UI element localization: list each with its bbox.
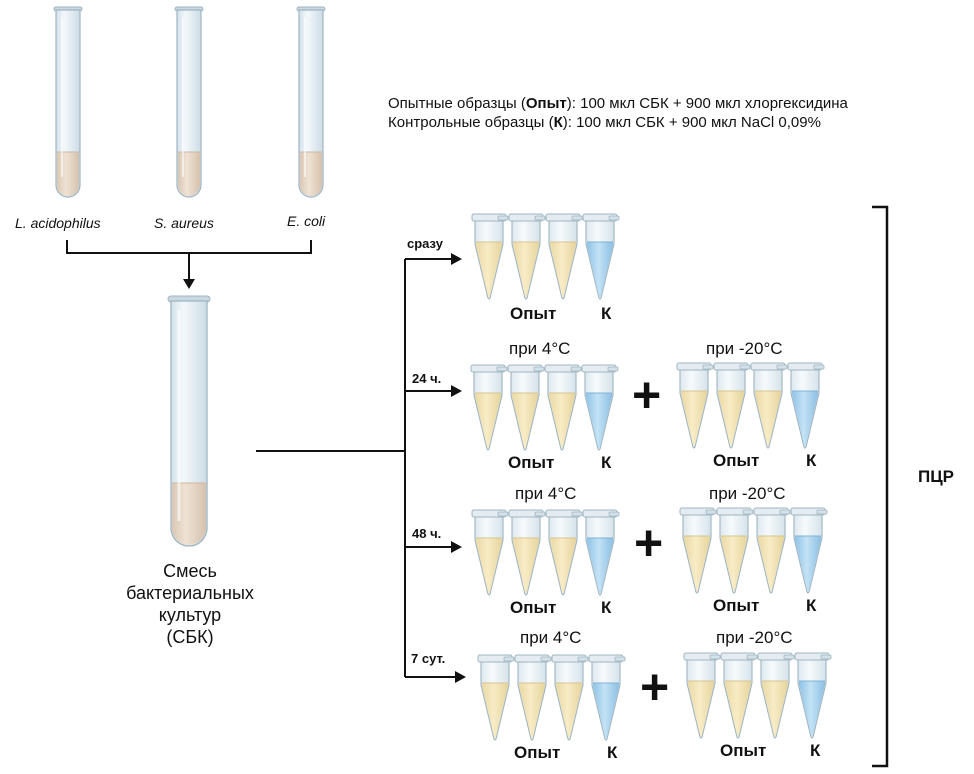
legend-line-control: Контрольные образцы (К): 100 мкл СБК + 9… bbox=[388, 114, 821, 131]
time-label-48h: 48 ч. bbox=[412, 526, 442, 541]
time-label-immediate: сразу bbox=[407, 236, 443, 251]
label-ctrl: К bbox=[810, 741, 821, 760]
label-exp: Опыт bbox=[713, 451, 760, 470]
species-label-l-acidophilus: L. acidophilus bbox=[15, 215, 101, 231]
microtubes-48h-minus20c bbox=[680, 508, 827, 593]
mixture-label-line: Смесь bbox=[163, 561, 217, 581]
label-ctrl: К bbox=[601, 304, 612, 323]
mixture-label-line: бактериальных bbox=[126, 583, 254, 603]
condition-label-minus20c: при -20°C bbox=[709, 484, 786, 503]
label-exp: Опыт bbox=[713, 596, 760, 615]
label-ctrl: К bbox=[806, 451, 817, 470]
plus-sign: + bbox=[640, 659, 670, 715]
condition-label-minus20c: при -20°C bbox=[716, 628, 793, 647]
species-label-e-coli: E. coli bbox=[287, 213, 326, 229]
plus-sign: + bbox=[634, 515, 664, 571]
microtubes-7d-4c bbox=[478, 655, 625, 740]
microtubes-7d-minus20c bbox=[684, 653, 831, 738]
pcr-label: ПЦР bbox=[918, 467, 954, 486]
mixture-label: Смесь бактериальных культур (СБК) bbox=[110, 560, 270, 648]
label-ctrl: К bbox=[601, 598, 612, 617]
label-exp: Опыт bbox=[720, 741, 767, 760]
branch-connectors bbox=[256, 258, 456, 678]
label-exp: Опыт bbox=[508, 453, 555, 472]
microtubes-24h-4c bbox=[471, 365, 618, 450]
tube-s-aureus bbox=[174, 6, 204, 198]
merge-arrow-head bbox=[183, 279, 195, 289]
pcr-bracket bbox=[872, 205, 889, 768]
condition-label-4c: при 4°C bbox=[515, 484, 577, 503]
species-label-s-aureus: S. aureus bbox=[154, 215, 214, 231]
mixture-tube bbox=[166, 294, 212, 548]
microtubes-24h-minus20c bbox=[677, 363, 824, 448]
label-ctrl: К bbox=[607, 743, 618, 762]
label-ctrl: К bbox=[601, 453, 612, 472]
condition-label-4c: при 4°C bbox=[520, 628, 582, 647]
label-exp: Опыт bbox=[514, 743, 561, 762]
mixture-label-line: (СБК) bbox=[166, 627, 214, 647]
label-exp: Опыт bbox=[510, 304, 557, 323]
condition-label-minus20c: при -20°C bbox=[706, 339, 783, 358]
condition-label-4c: при 4°C bbox=[509, 339, 571, 358]
legend-line-experimental: Опытные образцы (Опыт): 100 мкл СБК + 90… bbox=[388, 95, 848, 112]
time-label-7d: 7 сут. bbox=[411, 651, 446, 666]
time-label-24h: 24 ч. bbox=[412, 371, 442, 386]
tube-e-coli bbox=[296, 6, 326, 198]
label-exp: Опыт bbox=[510, 598, 557, 617]
tube-l-acidophilus bbox=[53, 6, 83, 198]
microtubes-48h-4c bbox=[472, 510, 619, 595]
branch-arrow-heads bbox=[451, 253, 466, 683]
legend: Опытные образцы (Опыт): 100 мкл СБК + 90… bbox=[388, 94, 848, 132]
plus-sign: + bbox=[632, 367, 662, 423]
merge-connector bbox=[66, 240, 312, 280]
label-ctrl: К bbox=[806, 596, 817, 615]
mixture-label-line: культур bbox=[158, 605, 222, 625]
microtubes-row-immediate bbox=[472, 214, 619, 299]
